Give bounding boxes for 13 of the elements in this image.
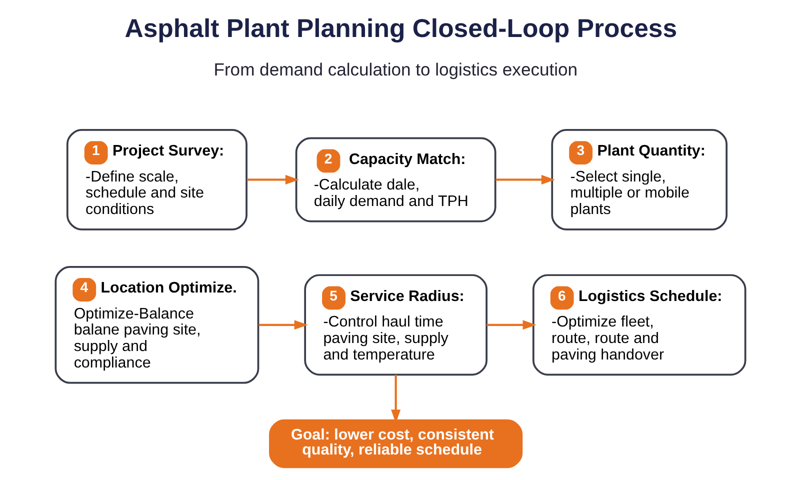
node-box: 1 Project Survey: -Define scale, schedule and site conditions (66, 129, 247, 230)
node-box: 5 Service Radius: -Control haul time paving site, supply and temperature (304, 274, 487, 376)
arrow (258, 320, 308, 330)
node-box: 6 Logistics Schedule: -Optimize fleet, route, route and paving handover (532, 274, 746, 376)
node-box: 4 Location Optimize. Optimize-Balance balane paving site, supply and compliance (54, 266, 259, 384)
diagram-title: Asphalt Plant Planning Closed-Loop Process (124, 14, 677, 43)
label: From demand calculation to logistics execution (213, 59, 578, 80)
arrow (486, 320, 536, 330)
arrow (246, 174, 299, 184)
arrow (495, 174, 555, 184)
node-box: 2 Capacity Match: -Calculate dale, daily demand and TPH (294, 137, 496, 222)
node-box: 3 Plant Quantity: -Select single, multiple or mobile plants (550, 129, 728, 230)
node-box: Goal: lower cost, consistent quality, reliable schedule (268, 419, 522, 468)
